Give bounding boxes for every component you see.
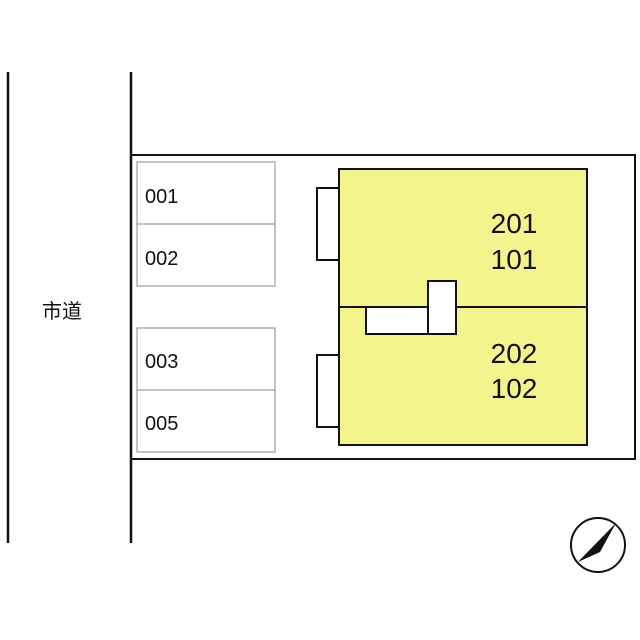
balcony-upper bbox=[316, 187, 340, 261]
unit-label-lower-floor: 101 bbox=[491, 244, 538, 275]
road-label: 市道 bbox=[42, 300, 82, 323]
balcony-lower bbox=[316, 354, 340, 428]
site-boundary bbox=[130, 154, 636, 460]
building-unit-lower bbox=[338, 306, 588, 446]
unit-label-upper-floor: 202 bbox=[491, 338, 538, 369]
stair-core bbox=[427, 280, 457, 335]
stair-landing bbox=[365, 306, 429, 335]
parking-space-label: 005 bbox=[145, 413, 178, 435]
north-arrow-icon bbox=[570, 517, 626, 573]
parking-space-label: 001 bbox=[145, 186, 178, 208]
unit-label-lower-floor: 102 bbox=[491, 373, 538, 404]
parking-space-label: 002 bbox=[145, 248, 178, 270]
building-unit-upper bbox=[338, 168, 588, 308]
unit-label-upper-floor: 201 bbox=[491, 208, 538, 239]
parking-space-label: 003 bbox=[145, 351, 178, 373]
